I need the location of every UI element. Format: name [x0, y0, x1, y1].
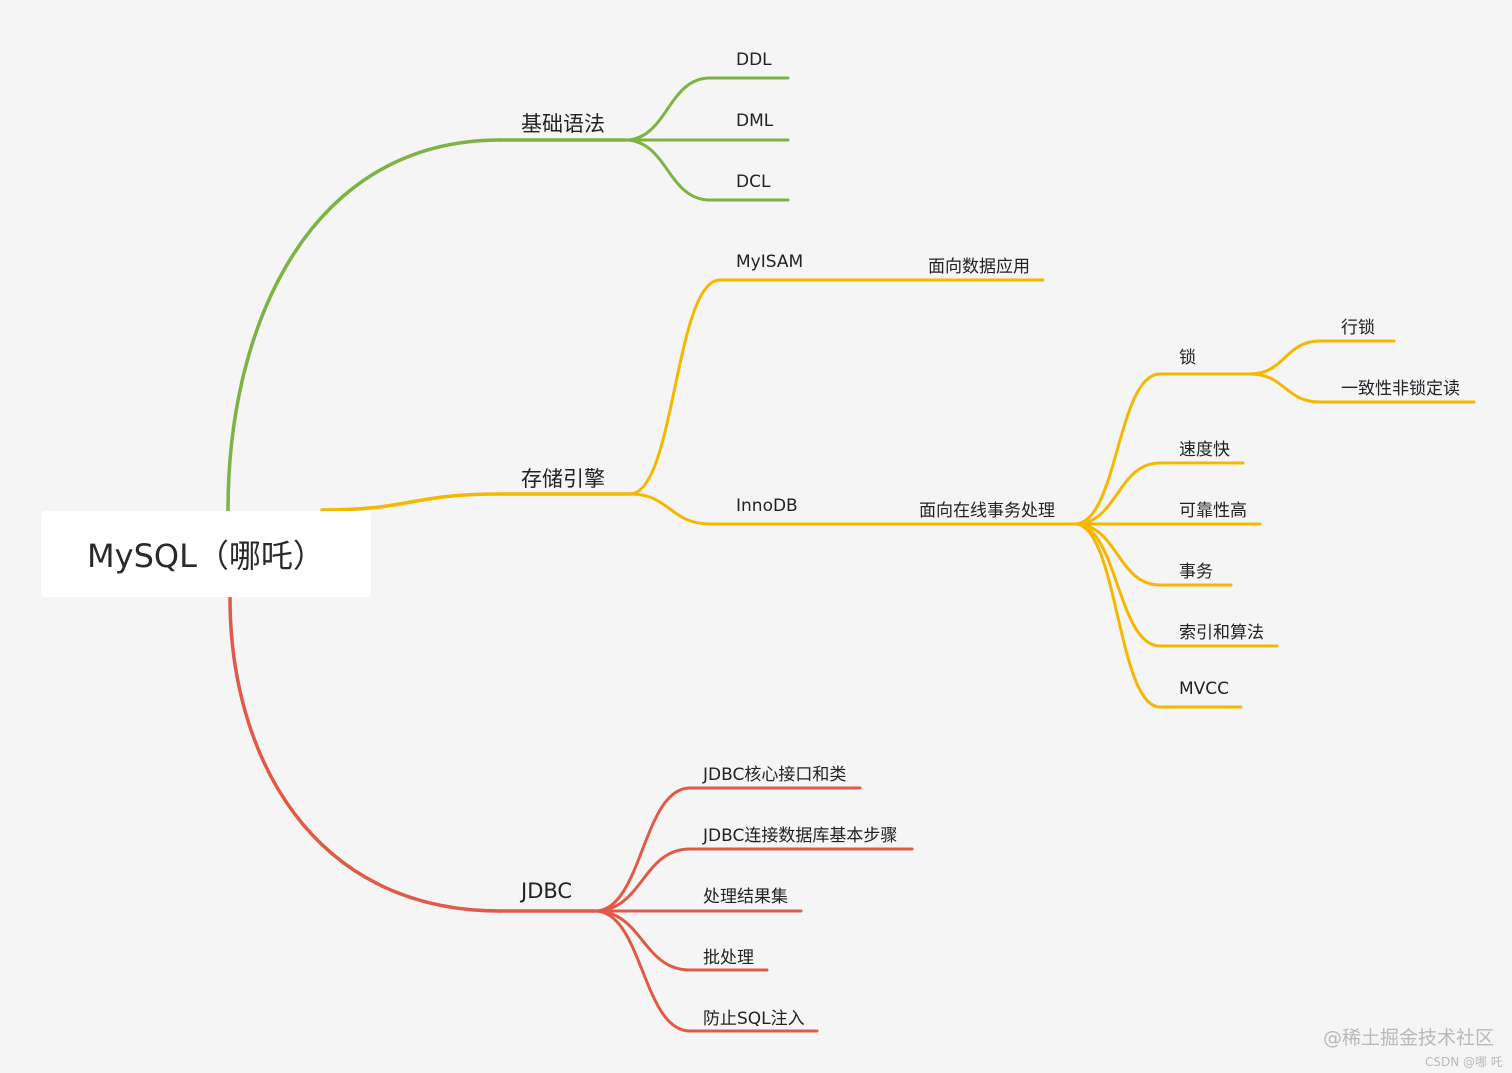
- node-innodb[interactable]: InnoDB: [736, 496, 798, 516]
- node-ddl[interactable]: DDL: [736, 50, 772, 70]
- node-jdbc-steps[interactable]: JDBC连接数据库基本步骤: [703, 826, 898, 846]
- node-index-algorithm[interactable]: 索引和算法: [1179, 623, 1264, 643]
- watermark-juejin: @稀土掘金技术社区: [1323, 1027, 1495, 1049]
- edge-storage-myisam: [628, 278, 722, 496]
- edge-root-storage: [320, 492, 502, 512]
- edge-jdbc-child-1: [593, 847, 692, 913]
- node-myisam-detail[interactable]: 面向数据应用: [928, 257, 1030, 277]
- node-basic-syntax[interactable]: 基础语法: [521, 112, 605, 136]
- node-row-lock[interactable]: 行锁: [1341, 318, 1375, 338]
- node-mvcc[interactable]: MVCC: [1179, 679, 1230, 699]
- node-jdbc[interactable]: JDBC: [521, 879, 573, 903]
- edge-jdbc-child-4: [593, 909, 692, 1033]
- edge-innodb-feature-3: [1073, 522, 1162, 587]
- edge-jdbc-child-3: [593, 909, 692, 972]
- edge-lock-row: [1248, 339, 1322, 376]
- edge-innodb-feature-0: [1073, 372, 1162, 526]
- root-node[interactable]: MySQL（哪吒）: [41, 511, 371, 597]
- node-fast[interactable]: 速度快: [1179, 440, 1230, 460]
- edge-innodb-feature-1: [1073, 461, 1162, 526]
- node-resultset[interactable]: 处理结果集: [703, 887, 788, 907]
- edge-lock-consistent: [1248, 372, 1322, 404]
- node-batch[interactable]: 批处理: [703, 948, 754, 968]
- node-storage-engine[interactable]: 存储引擎: [521, 467, 605, 491]
- node-lock[interactable]: 锁: [1179, 348, 1196, 368]
- node-sql-injection[interactable]: 防止SQL注入: [703, 1009, 805, 1029]
- node-myisam[interactable]: MyISAM: [736, 252, 804, 272]
- node-reliable[interactable]: 可靠性高: [1179, 501, 1247, 521]
- node-dcl[interactable]: DCL: [736, 172, 771, 192]
- node-transaction[interactable]: 事务: [1179, 562, 1213, 582]
- node-dml[interactable]: DML: [736, 111, 774, 131]
- node-consistent-nonlocking-read[interactable]: 一致性非锁定读: [1341, 379, 1460, 399]
- edge-innodb-feature-5: [1073, 522, 1162, 709]
- node-jdbc-core[interactable]: JDBC核心接口和类: [703, 765, 847, 785]
- edge-jdbc-child-0: [593, 786, 692, 913]
- node-innodb-detail[interactable]: 面向在线事务处理: [919, 501, 1055, 521]
- edge-storage-innodb: [628, 492, 712, 526]
- edge-basic-child-2: [623, 138, 712, 202]
- watermark-csdn: CSDN @哪 吒: [1425, 1055, 1503, 1069]
- edge-root-jdbc: [228, 596, 502, 913]
- edge-root-basic: [226, 138, 502, 512]
- edge-innodb-feature-4: [1073, 522, 1162, 648]
- edge-basic-child-0: [623, 76, 712, 142]
